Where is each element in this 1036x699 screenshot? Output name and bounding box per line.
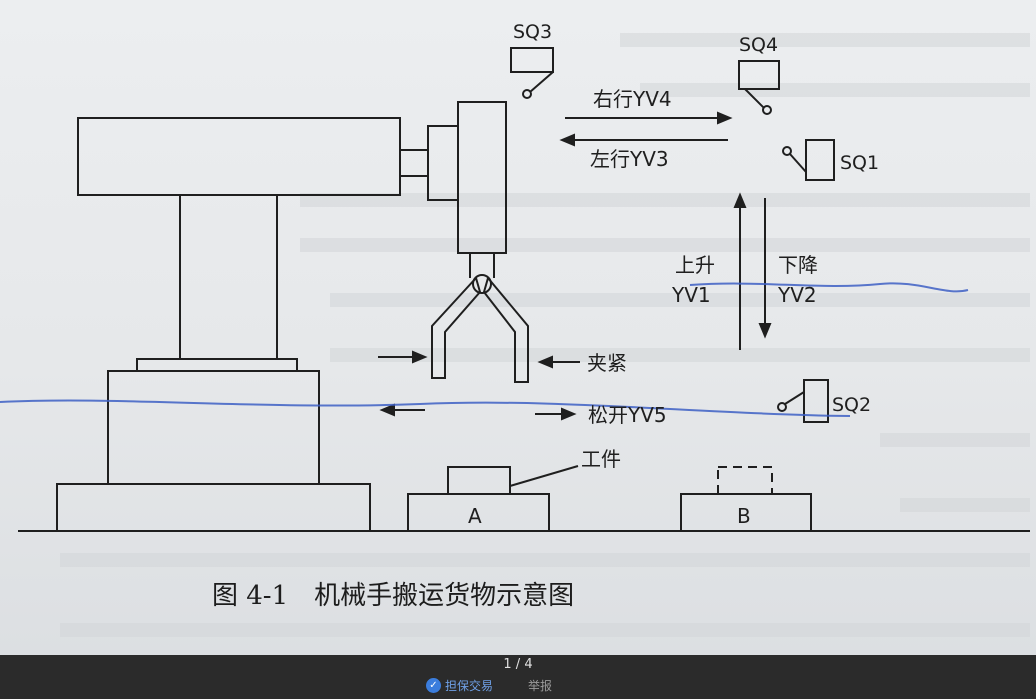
up-label: 上升 bbox=[675, 253, 715, 277]
release-arrow-right-head bbox=[561, 407, 577, 421]
vertical-cylinder bbox=[457, 101, 507, 254]
up-valve-label: YV1 bbox=[671, 283, 711, 307]
horizontal-arm bbox=[77, 117, 401, 196]
down-valve-label: YV2 bbox=[777, 283, 817, 307]
base-bottom bbox=[56, 483, 371, 532]
arm-connector-large bbox=[427, 125, 459, 201]
viewer-bottom-bar: 1 / 4 ✓ 担保交易 举报 bbox=[0, 655, 1036, 699]
up-arrow-head bbox=[733, 192, 747, 208]
right-move-label: 右行YV4 bbox=[593, 87, 672, 111]
sensor-sq4-box bbox=[738, 60, 780, 90]
guarantee-trade-label: 担保交易 bbox=[445, 679, 494, 693]
down-arrow-head bbox=[758, 323, 772, 339]
right-arrow-head bbox=[717, 111, 733, 125]
sensor-sq3-roller bbox=[522, 89, 532, 99]
station-a-label: A bbox=[468, 504, 482, 528]
gripper-jaw-right bbox=[482, 275, 529, 383]
clamp-arrow-right-head bbox=[537, 355, 553, 369]
sensor-sq2-box bbox=[803, 379, 829, 423]
pen-scribble-lower bbox=[0, 399, 851, 417]
document-photo: SQ3 SQ4 SQ1 SQ2 右行YV4 左行YV3 上升 YV1 下降 YV… bbox=[0, 0, 1036, 655]
figure-caption: 图 4-1 机械手搬运货物示意图 bbox=[212, 581, 574, 611]
page-indicator: 1 / 4 bbox=[503, 657, 533, 672]
release-arrow-left-head bbox=[379, 403, 395, 417]
sensor-sq2-roller bbox=[777, 402, 787, 412]
clamp-label: 夹紧 bbox=[587, 351, 627, 375]
sensor-sq3-lever bbox=[529, 71, 554, 93]
pen-scribble-upper bbox=[689, 282, 969, 293]
report-link[interactable]: 举报 bbox=[528, 679, 553, 693]
sensor-sq4-label: SQ4 bbox=[739, 34, 778, 56]
gripper-jaw-left bbox=[431, 276, 482, 379]
base-middle bbox=[107, 370, 320, 485]
sensor-sq3-label: SQ3 bbox=[513, 21, 552, 43]
manipulator-diagram: SQ3 SQ4 SQ1 SQ2 右行YV4 左行YV3 上升 YV1 下降 YV… bbox=[0, 21, 1030, 637]
sensor-sq1-lever bbox=[789, 153, 807, 173]
sensor-sq4-roller bbox=[762, 105, 772, 115]
base-top-plate bbox=[136, 358, 298, 372]
release-label: 松开YV5 bbox=[588, 403, 667, 427]
sensor-sq2-lever bbox=[784, 391, 805, 405]
sensor-sq4-lever bbox=[744, 88, 765, 109]
sensor-sq3-box bbox=[510, 47, 554, 73]
sensor-sq2-label: SQ2 bbox=[832, 394, 871, 416]
sensor-sq1-label: SQ1 bbox=[840, 152, 879, 174]
left-arrow-head bbox=[559, 133, 575, 147]
down-label: 下降 bbox=[778, 253, 818, 277]
shield-icon: ✓ bbox=[426, 678, 441, 693]
workpiece-leader-line bbox=[509, 465, 579, 487]
arm-connector-small bbox=[399, 149, 429, 177]
sensor-sq1-box bbox=[805, 139, 835, 181]
gripper-pivot bbox=[472, 274, 492, 294]
background-text-shadow bbox=[60, 33, 1030, 637]
station-b-label: B bbox=[737, 504, 751, 528]
guarantee-trade-link[interactable]: ✓ 担保交易 bbox=[426, 677, 493, 694]
workpiece-target-dashed bbox=[717, 466, 773, 495]
sensor-sq1-roller bbox=[782, 146, 792, 156]
left-move-label: 左行YV3 bbox=[590, 147, 669, 171]
clamp-arrow-left-head bbox=[412, 350, 428, 364]
workpiece-label: 工件 bbox=[581, 447, 621, 471]
workpiece-box bbox=[447, 466, 511, 495]
